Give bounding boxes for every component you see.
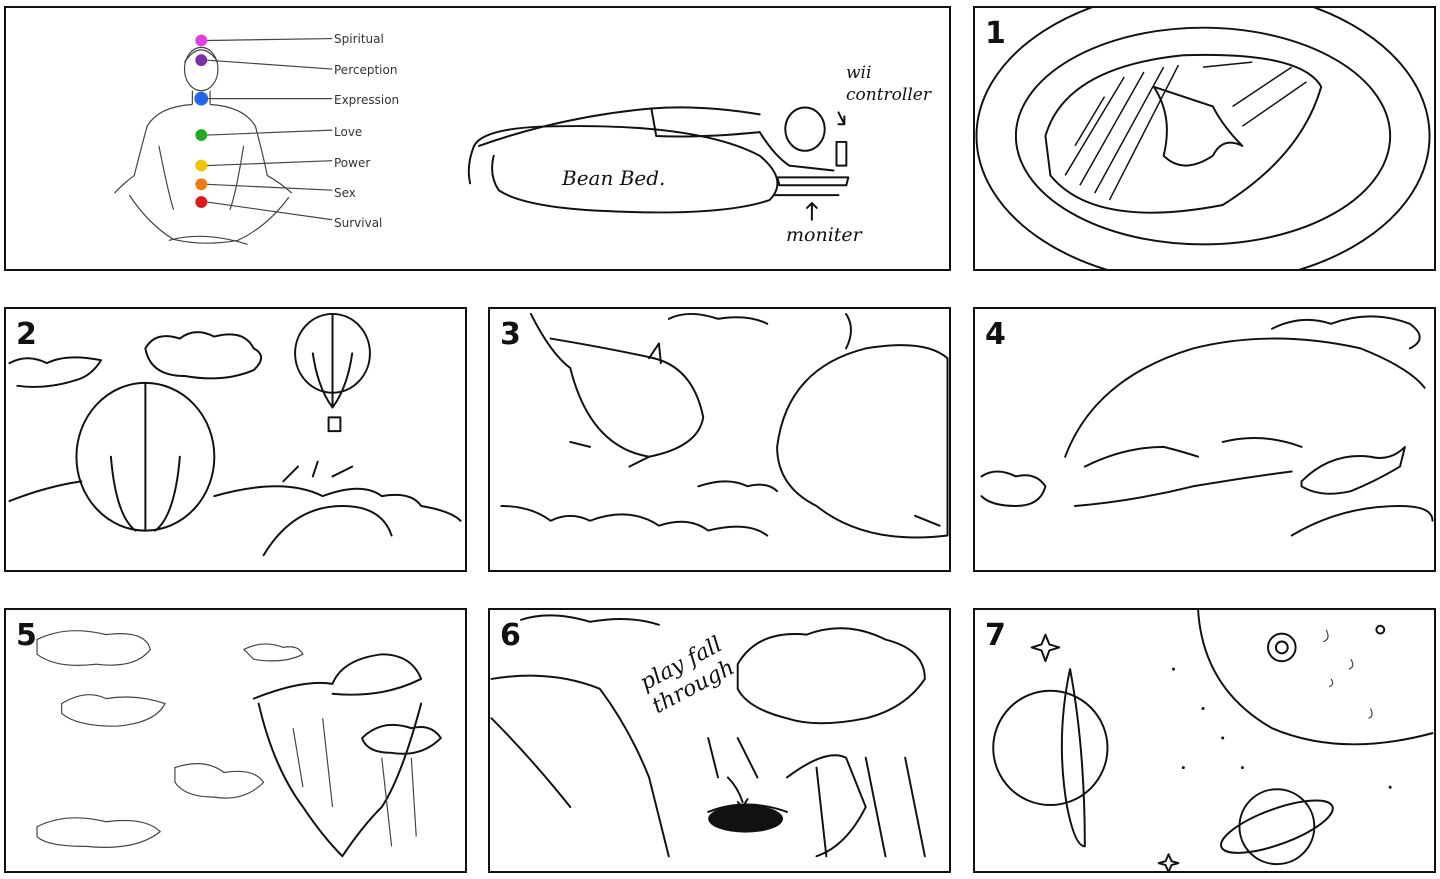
panel-number: 1 (985, 16, 1006, 51)
chakra-label-spiritual: Spiritual (334, 32, 384, 46)
floating-islands-sketch (36, 630, 442, 858)
bean-bed-setup-sketch (467, 106, 850, 221)
chakra-dot-sex (195, 178, 208, 191)
panel-number: 4 (985, 317, 1006, 352)
chakra-dot-love (195, 129, 208, 141)
chakra-dot-spiritual (195, 34, 208, 47)
panel-number: 7 (985, 618, 1006, 653)
panel-number: 6 (500, 618, 521, 653)
panel-number: 5 (16, 618, 37, 653)
bean-bed-label: Bean Bed. (562, 166, 666, 190)
fall-through-hole-sketch (490, 614, 926, 858)
chakra-label-expression: Expression (334, 93, 400, 107)
chakra-label-sex: Sex (334, 186, 356, 200)
storyboard-panel-2: 2 (4, 307, 467, 572)
chakra-dot-perception (195, 54, 208, 67)
chakra-dot-survival (195, 196, 208, 208)
wii-controller-label: wii controller (846, 63, 931, 105)
storyboard-panel-6: 6 play fall through (488, 608, 951, 873)
whales-and-dolphin-sketch (980, 315, 1434, 537)
monitor-label: moniter (786, 224, 862, 246)
chakra-dot-expression (194, 91, 209, 106)
storyboard-panel-4: 4 (973, 307, 1436, 572)
storyboard-panel-3: 3 (488, 307, 951, 572)
dark-hole (708, 805, 784, 833)
chakra-dot-power (195, 159, 208, 172)
intro-panel: Spiritual Perception Expression Love Pow… (4, 6, 951, 271)
chakra-label-power: Power (334, 156, 371, 170)
sky-whales-sketch (500, 312, 949, 539)
storyboard-panel-7: 7 (973, 608, 1436, 873)
meditation-figure-sketch (114, 34, 333, 245)
hot-air-balloons-sketch (8, 312, 462, 557)
space-planets-sketch (992, 610, 1434, 871)
storyboard-panel-1: 1 (973, 6, 1436, 271)
panel-number: 3 (500, 317, 521, 352)
chakra-label-perception: Perception (334, 63, 398, 77)
panel-number: 2 (16, 317, 37, 352)
whirlpool-whale-sketch (975, 8, 1431, 269)
storyboard-panel-5: 5 (4, 608, 467, 873)
chakra-label-survival: Survival (334, 216, 383, 230)
chakra-label-love: Love (334, 125, 363, 139)
